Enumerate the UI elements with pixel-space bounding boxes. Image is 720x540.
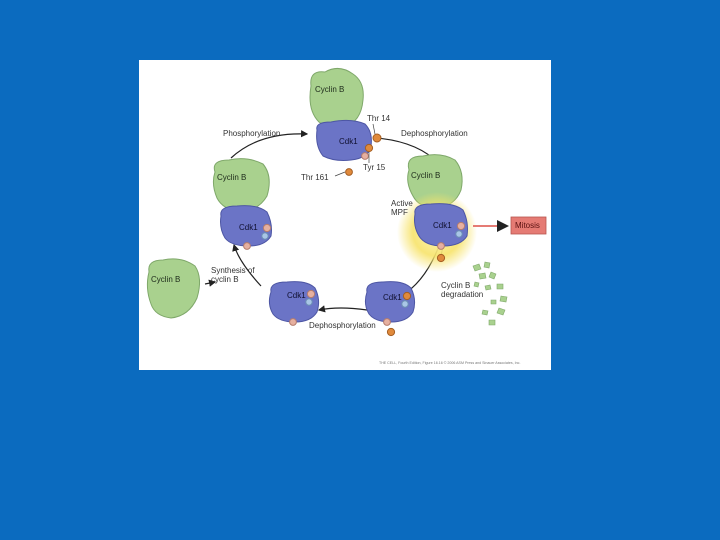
label-degradation-line1: Cyclin B xyxy=(441,281,470,290)
phosphate-bottom-right-c xyxy=(383,318,391,326)
cyclin-b-blob-top xyxy=(309,68,364,128)
phosphate-right-a xyxy=(456,221,466,231)
phosphate-left-upper-b xyxy=(261,232,269,240)
label-synthesis-line1: Synthesis of xyxy=(211,266,255,275)
pointer-thr161 xyxy=(334,171,346,177)
phosphate-bottom-left-b xyxy=(305,298,313,306)
label-synthesis-line2: cyclin B xyxy=(211,275,239,284)
label-active-line2: MPF xyxy=(391,208,408,217)
figure-credit: THE CELL, Fourth Edition, Figure 16.16 ©… xyxy=(379,361,520,365)
cyclin-b-blob-free xyxy=(146,258,201,319)
label-dephosphorylation-top: Dephosphorylation xyxy=(401,129,468,138)
label-thr161: Thr 161 xyxy=(301,173,329,182)
cdk1-label-bottom-left: Cdk1 xyxy=(287,291,306,300)
cdk1-blob-right xyxy=(414,203,468,247)
cdk1-blob-bottom-right xyxy=(364,281,416,323)
phosphate-released-right xyxy=(436,253,446,263)
arrow-dephosphorylation-bottom xyxy=(317,305,368,313)
cdk1-blob-bottom-left xyxy=(268,281,320,323)
arrow-synthesis xyxy=(232,243,262,287)
label-dephosphorylation-bottom: Dephosphorylation xyxy=(309,321,376,330)
cyclin-label-right: Cyclin B xyxy=(411,171,440,180)
label-tyr15: Tyr 15 xyxy=(363,163,386,172)
phosphate-thr14-top xyxy=(372,133,382,143)
arrow-cyclin-entry xyxy=(204,279,217,287)
mitosis-label: Mitosis xyxy=(515,221,540,230)
pointer-thr14 xyxy=(372,123,376,135)
label-degradation-line2: degradation xyxy=(441,290,483,299)
cyclin-fragments xyxy=(472,261,508,326)
cdk1-label-left-upper: Cdk1 xyxy=(239,223,258,232)
phosphate-left-upper-c xyxy=(243,242,251,250)
phosphate-bottom-left-a xyxy=(306,289,316,299)
phosphate-right-c xyxy=(437,242,445,250)
phosphate-bottom-left-c xyxy=(289,318,297,326)
label-active-line1: Active xyxy=(391,199,413,208)
label-thr14: Thr 14 xyxy=(367,114,391,123)
mitosis-box xyxy=(510,216,547,235)
cdk1-blob-left-upper xyxy=(220,205,272,247)
phosphate-bottom-right-a xyxy=(402,291,412,301)
phosphate-tyr15-top xyxy=(364,143,374,153)
phosphate-bottom-right-b xyxy=(401,300,409,308)
phosphate-thr161-dot-top xyxy=(345,168,353,176)
cdk1-label-top: Cdk1 xyxy=(339,137,358,146)
cyclin-label-free: Cyclin B xyxy=(151,275,180,284)
phosphate-bottom-right-d xyxy=(386,327,396,337)
cyclin-label-left-upper: Cyclin B xyxy=(217,173,246,182)
figure-panel: Cyclin B Cdk1 Thr 14 Thr 161 Tyr 15 Phos… xyxy=(139,60,551,370)
phosphate-thr161-top xyxy=(361,152,369,160)
arrow-phosphorylation xyxy=(230,130,309,159)
cdk1-label-right: Cdk1 xyxy=(433,221,452,230)
cdk1-label-bottom-right: Cdk1 xyxy=(383,293,402,302)
label-phosphorylation: Phosphorylation xyxy=(223,129,280,138)
phosphate-right-b xyxy=(455,230,463,238)
phosphate-left-upper-a xyxy=(262,223,272,233)
cyclin-b-blob-left-upper xyxy=(212,158,270,213)
cyclin-label-top: Cyclin B xyxy=(315,85,344,94)
cell-cycle-diagram: Cyclin B Cdk1 Thr 14 Thr 161 Tyr 15 Phos… xyxy=(146,68,547,365)
